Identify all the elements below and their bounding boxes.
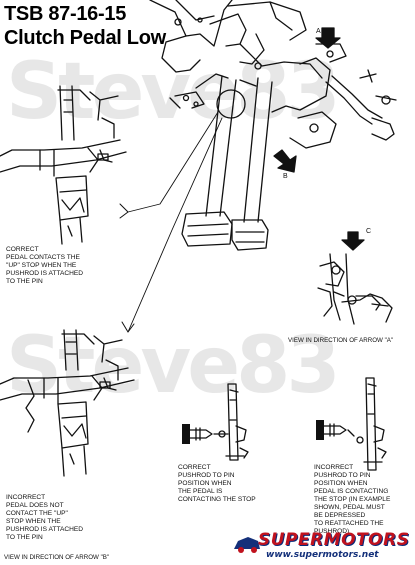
caption-incorrect-pushrod: INCORRECT PUSHROD TO PIN POSITION WHEN P… bbox=[314, 464, 391, 535]
detail-upstop-correct bbox=[0, 85, 127, 245]
detail-upstop-incorrect bbox=[0, 329, 135, 477]
arrow-c-letter: C bbox=[366, 228, 372, 235]
supermotors-logo: SUPERMOTORS www.supermotors.net bbox=[232, 529, 412, 563]
caption-correct-pushrod: CORRECT PUSHROD TO PIN POSITION WHEN THE… bbox=[178, 464, 256, 503]
arrow-b-letter: B bbox=[283, 173, 288, 180]
leader-lines bbox=[119, 111, 223, 333]
detail-pushrod-correct bbox=[182, 383, 249, 461]
detail-pushrod-incorrect bbox=[316, 377, 387, 471]
pedal-bracket-assembly bbox=[149, 0, 323, 109]
caption-view-arrow-b: VIEW IN DIRECTION OF ARROW "B" bbox=[4, 554, 110, 561]
logo-wordmark: SUPERMOTORS bbox=[258, 530, 410, 550]
arrow-a-icon bbox=[315, 27, 341, 49]
tsb-number-title: TSB 87-16-15 bbox=[4, 3, 127, 25]
master-cylinder-linkage bbox=[271, 43, 397, 149]
pedal-pads bbox=[181, 211, 269, 251]
detail-circle-upstop bbox=[216, 89, 246, 119]
arrow-c-icon bbox=[341, 231, 365, 251]
detail-view-arrow-a bbox=[317, 231, 393, 325]
arrow-b-icon bbox=[273, 149, 297, 173]
arrow-a-letter: A bbox=[316, 28, 321, 35]
car-silhouette-icon bbox=[234, 537, 260, 553]
pedal-arms bbox=[205, 75, 273, 223]
tsb-subject-title: Clutch Pedal Low bbox=[4, 27, 166, 49]
caption-view-arrow-a: VIEW IN DIRECTION OF ARROW "A" bbox=[288, 337, 394, 344]
caption-correct-up-stop: CORRECT PEDAL CONTACTS THE "UP" STOP WHE… bbox=[6, 246, 84, 285]
logo-url: www.supermotors.net bbox=[266, 550, 379, 560]
caption-incorrect-up-stop: INCORRECT PEDAL DOES NOT CONTACT THE "UP… bbox=[6, 494, 84, 541]
